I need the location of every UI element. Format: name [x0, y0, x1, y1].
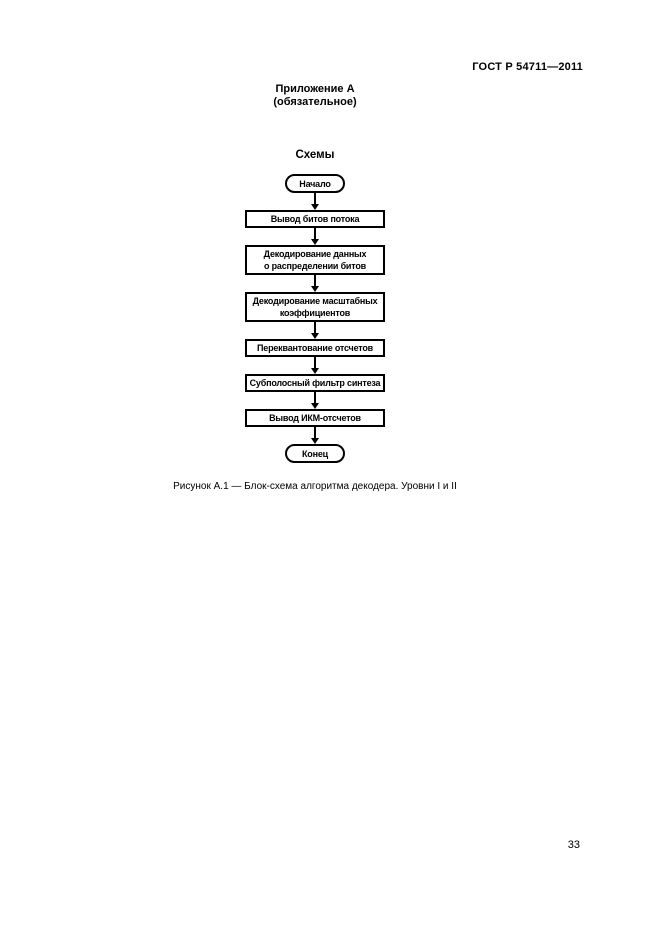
page-number: 33	[567, 839, 580, 851]
flowchart-terminator-end: Конец	[285, 444, 345, 463]
arrow-shaft	[314, 228, 316, 239]
arrow-head-icon	[311, 403, 319, 409]
arrow-head-icon	[311, 438, 319, 444]
down-arrow	[311, 392, 319, 409]
down-arrow	[311, 193, 319, 210]
figure-caption: Рисунок А.1 — Блок-схема алгоритма декод…	[173, 481, 457, 492]
decoder-flowchart: Начало Вывод битов потока Декодирование …	[245, 174, 385, 463]
down-arrow	[311, 275, 319, 292]
section-title: Схемы	[295, 149, 335, 161]
flowchart-step-scalefactor-decoding: Декодирование масштабных коэффициентов	[245, 292, 385, 322]
arrow-shaft	[314, 275, 316, 286]
flowchart-step-bitstream-output: Вывод битов потока	[245, 210, 385, 228]
arrow-head-icon	[311, 286, 319, 292]
arrow-head-icon	[311, 368, 319, 374]
arrow-shaft	[314, 193, 316, 204]
down-arrow	[311, 228, 319, 245]
flowchart-step-bit-allocation-decoding: Декодирование данных о распределении бит…	[245, 245, 385, 275]
arrow-head-icon	[311, 333, 319, 339]
arrow-shaft	[314, 392, 316, 403]
arrow-shaft	[314, 322, 316, 333]
arrow-shaft	[314, 427, 316, 438]
appendix-subtitle: (обязательное)	[273, 96, 357, 108]
flowchart-terminator-start: Начало	[285, 174, 345, 193]
flowchart-step-requantization: Переквантование отсчетов	[245, 339, 385, 357]
standard-number-header: ГОСТ Р 54711—2011	[472, 61, 583, 73]
down-arrow	[311, 427, 319, 444]
appendix-heading: Приложение А (обязательное)	[0, 83, 630, 109]
arrow-head-icon	[311, 239, 319, 245]
flowchart-step-subband-synthesis-filter: Субполосный фильтр синтеза	[245, 374, 385, 392]
down-arrow	[311, 357, 319, 374]
arrow-head-icon	[311, 204, 319, 210]
flowchart-step-pcm-output: Вывод ИКМ-отсчетов	[245, 409, 385, 427]
appendix-title: Приложение А	[275, 83, 355, 95]
down-arrow	[311, 322, 319, 339]
arrow-shaft	[314, 357, 316, 368]
